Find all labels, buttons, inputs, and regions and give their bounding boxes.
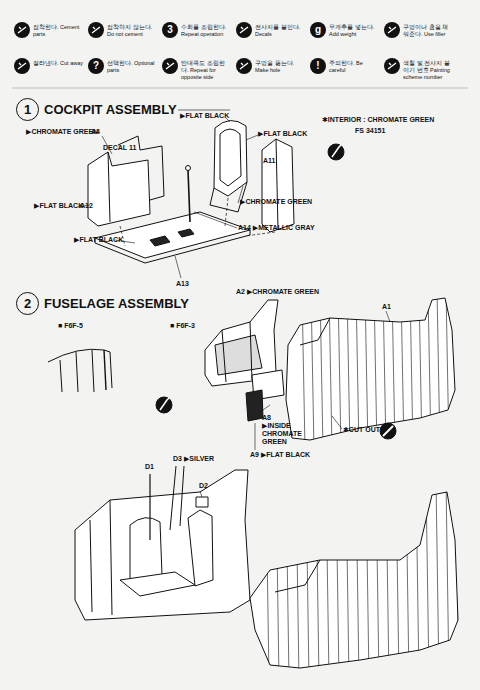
step-number: 2 [16, 292, 39, 315]
part-label: ▶CHROMATE GREEN [240, 198, 312, 206]
legend-icon-mark [92, 27, 100, 33]
part-label: A13 [176, 280, 189, 288]
panel-line [396, 480, 399, 680]
legend-text: 접착한다. Cement parts [33, 24, 83, 38]
part-label: ■ F6F-3 [170, 322, 195, 330]
panel-line [326, 480, 329, 680]
part-label: A12 [80, 202, 93, 210]
part-label: ■ F6F-5 [58, 322, 83, 330]
legend-icon-mark [240, 63, 248, 69]
legend-icon [384, 22, 400, 38]
legend-icon [162, 58, 178, 74]
part-label: A9 ▶FLAT BLACK [250, 451, 310, 459]
legend-icon [236, 58, 252, 74]
step-number: 1 [16, 98, 39, 121]
panel-line [410, 290, 413, 450]
legend-text: 색칠 및 전사지 붙이기 번호 Painting scheme number [403, 60, 453, 81]
legend-icon [88, 22, 104, 38]
panel-line [437, 290, 440, 450]
step-marker: 2 FUSELAGE ASSEMBLY [16, 292, 189, 315]
panel-line [296, 480, 299, 680]
legend-icon [14, 22, 30, 38]
panel-line [419, 290, 422, 450]
legend-text: 구멍을 뚫는다. Make hole [255, 60, 305, 74]
panel-line [376, 480, 379, 680]
legend-text: 주의한다. Be careful [329, 60, 379, 74]
legend-text: 접착하지 않는다. Do not cement [107, 24, 157, 38]
panel-line [386, 480, 389, 680]
part-label: ✱INTERIOR : CHROMATE GREEN [322, 116, 434, 124]
legend-icon-mark [388, 63, 396, 69]
part-label: ▶CHROMATE GREEN [26, 128, 98, 136]
legend-icon-mark [166, 63, 174, 69]
part-label: A4 [91, 128, 100, 136]
panel-line [426, 480, 429, 680]
panel-line [320, 290, 323, 450]
icon-glyph: g [315, 25, 321, 35]
legend-text: 선택한다. Optional parts [107, 60, 157, 74]
legend-icon [236, 22, 252, 38]
step-heading: FUSELAGE ASSEMBLY [44, 296, 189, 311]
legend-text: 무게추를 넣는다. Add weight [329, 24, 379, 38]
legend-icon-mark [18, 63, 26, 69]
icon-glyph: 3 [167, 25, 173, 35]
part-label: ▶INSIDE CHROMATE GREEN [262, 422, 324, 446]
part-label: A2 ▶CHROMATE GREEN [236, 288, 319, 296]
panel-line [276, 480, 279, 680]
panel-line [286, 480, 289, 680]
panel-line [436, 480, 439, 680]
part-label: ▶FLAT BLACK [74, 236, 123, 244]
panel-line [302, 290, 305, 450]
part-label: D1 [145, 463, 154, 471]
legend-icon [14, 58, 30, 74]
panel-line [329, 290, 332, 450]
legend-text: 구멍이나 홈을 채워준다. Use filler [403, 24, 453, 38]
legend-icon [88, 58, 104, 74]
panel-line [416, 480, 419, 680]
panel-line [356, 480, 359, 680]
icon-glyph: ! [316, 61, 319, 71]
legend-icon-mark [240, 27, 248, 33]
panel-line [336, 480, 339, 680]
part-label: ▶FLAT BLACK [34, 202, 83, 210]
panel-line [406, 480, 409, 680]
panel-line [366, 480, 369, 680]
part-label: ▶FLAT BLACK [258, 130, 307, 138]
panel-line [446, 290, 449, 450]
part-label: A8 [262, 414, 271, 422]
part-label: A14 ▶METALLIC GRAY [238, 224, 315, 232]
part-label: D2 [199, 482, 208, 490]
legend-icon-mark [18, 27, 26, 33]
part-label: ✱CUT OUT [343, 426, 380, 434]
legend-icon [310, 22, 326, 38]
part-label: DECAL 11 [103, 144, 136, 152]
panel-line [316, 480, 319, 680]
part-label: ▶FLAT BLACK [180, 112, 229, 120]
panel-line [346, 480, 349, 680]
legend-icon-mark [388, 27, 396, 33]
legend-text: 반대쪽도 조립한다. Repeat for opposite side [181, 60, 231, 81]
panel-line [401, 290, 404, 450]
legend-icon [310, 58, 326, 74]
step-heading: COCKPIT ASSEMBLY [44, 102, 177, 117]
panel-line [456, 480, 459, 680]
icon-glyph: ? [93, 61, 99, 71]
part-label: A11 [263, 157, 275, 165]
legend-icon [384, 58, 400, 74]
step-marker: 1 COCKPIT ASSEMBLY [16, 98, 177, 121]
legend-text: 수회를 조립한다. Repeat operation [181, 24, 231, 38]
legend-icon [162, 22, 178, 38]
legend-text: 전사지를 붙인다. Decals [255, 24, 305, 38]
part-label: D3 ▶SILVER [173, 455, 214, 463]
legend-text: 잘라낸다. Cut away [33, 60, 83, 67]
part-label: FS 34151 [355, 127, 385, 135]
panel-line [428, 290, 431, 450]
panel-line [266, 480, 269, 680]
part-label: A1 [382, 303, 391, 311]
panel-line [446, 480, 449, 680]
panel-line [311, 290, 314, 450]
